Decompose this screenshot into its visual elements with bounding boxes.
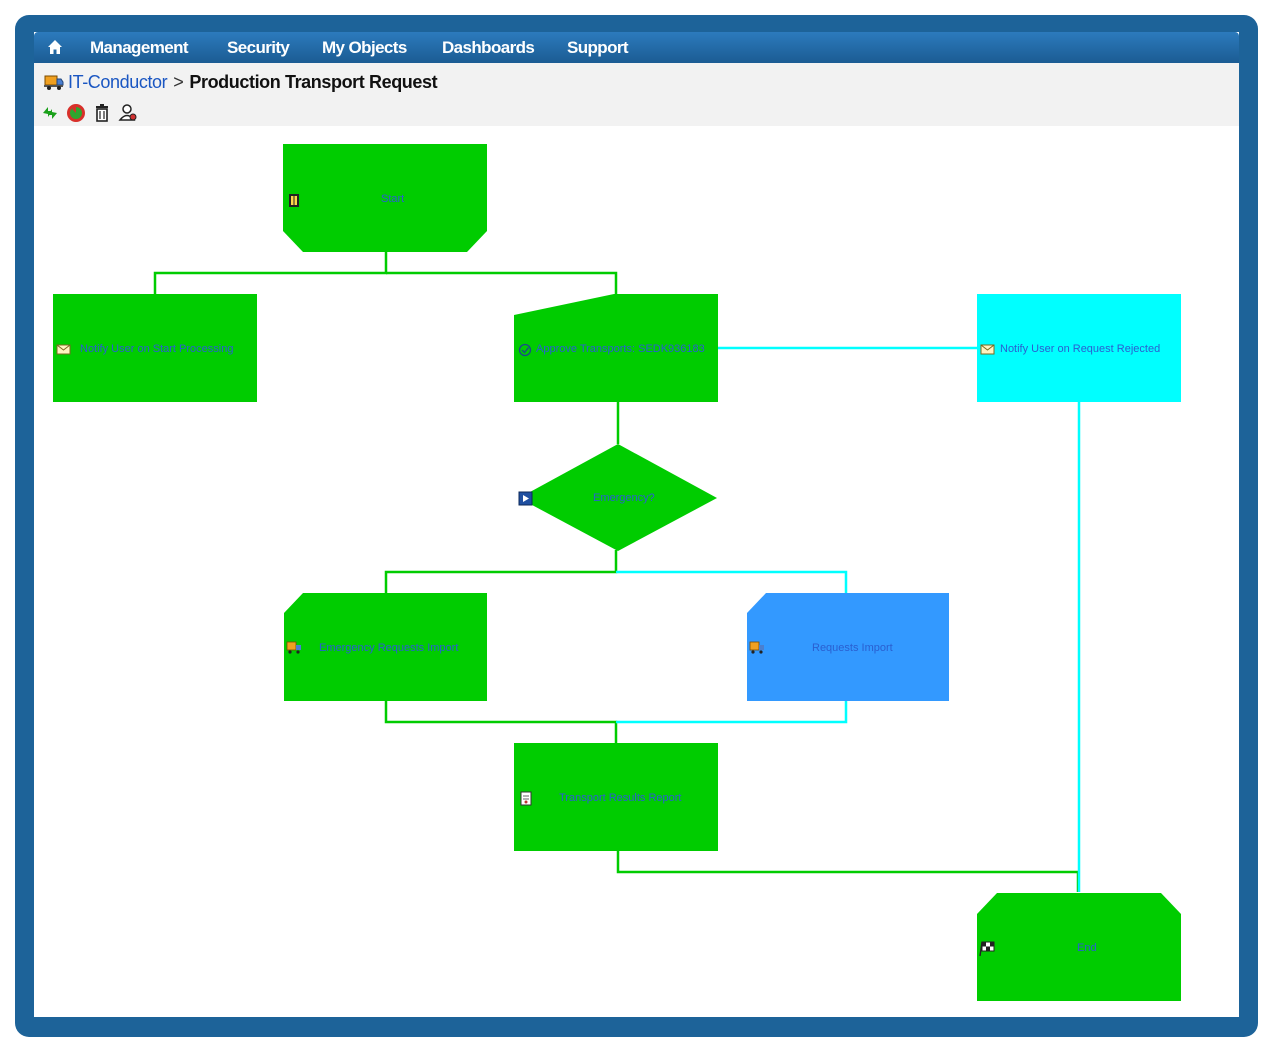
green-connectors xyxy=(153,251,1080,892)
node-label-notify-rejected: Notify User on Request Rejected xyxy=(1000,343,1161,355)
refresh-icon[interactable] xyxy=(40,103,60,123)
node-notify-rejected[interactable] xyxy=(977,294,1181,402)
breadcrumb-separator: > xyxy=(173,71,184,92)
workflow-canvas: Start Notify User on Start Processing Ap… xyxy=(34,126,1239,1017)
approve-check-icon xyxy=(518,343,532,357)
node-report[interactable] xyxy=(514,743,718,851)
truck-icon xyxy=(44,75,64,90)
cyan-connectors xyxy=(616,346,1081,892)
node-notify-start[interactable] xyxy=(53,294,257,402)
node-label-end: End xyxy=(1077,942,1097,954)
node-requests-import[interactable] xyxy=(747,593,949,701)
node-label-requests-import: Requests Import xyxy=(812,642,893,654)
nav-support[interactable]: Support xyxy=(567,38,629,57)
workflow-diagram xyxy=(53,144,1181,1001)
node-end[interactable] xyxy=(977,893,1181,1001)
node-start[interactable] xyxy=(283,144,487,252)
decision-icon xyxy=(518,491,533,506)
page-title: Production Transport Request xyxy=(189,71,438,92)
home-icon[interactable] xyxy=(46,38,64,56)
mail-icon xyxy=(56,344,71,355)
node-label-notify-start: Notify User on Start Processing xyxy=(80,343,234,355)
truck-icon xyxy=(749,641,764,654)
breadcrumb: IT-Conductor > Production Transport Requ… xyxy=(44,71,438,93)
app-window: Management Security My Objects Dashboard… xyxy=(34,32,1239,1017)
nav-dashboards[interactable]: Dashboards xyxy=(442,38,535,57)
toolbar xyxy=(40,103,138,123)
node-label-report: Transport Results Report xyxy=(559,792,682,804)
node-emergency[interactable] xyxy=(519,444,717,551)
start-flag-icon xyxy=(289,194,299,207)
node-approve[interactable] xyxy=(514,294,718,402)
report-icon xyxy=(520,791,532,806)
delete-icon[interactable] xyxy=(92,103,112,123)
node-label-start: Start xyxy=(381,193,405,205)
top-navbar: Management Security My Objects Dashboard… xyxy=(34,32,1239,63)
page-header: IT-Conductor > Production Transport Requ… xyxy=(34,63,1239,126)
end-flag-icon xyxy=(979,941,995,957)
user-settings-icon[interactable] xyxy=(118,103,138,123)
nav-security[interactable]: Security xyxy=(227,38,290,57)
nav-management[interactable]: Management xyxy=(90,38,189,57)
node-label-emergency: Emergency? xyxy=(593,492,655,504)
mail-icon xyxy=(980,344,995,355)
node-label-approve: Approve Transports: SEDK936183 xyxy=(536,343,705,355)
node-label-emergency-import: Emergency Requests Import xyxy=(319,642,459,654)
restart-icon[interactable] xyxy=(66,103,86,123)
truck-icon xyxy=(286,641,301,654)
node-emergency-import[interactable] xyxy=(284,593,487,701)
nav-my-objects[interactable]: My Objects xyxy=(322,38,407,57)
breadcrumb-link-it-conductor[interactable]: IT-Conductor xyxy=(68,71,168,92)
